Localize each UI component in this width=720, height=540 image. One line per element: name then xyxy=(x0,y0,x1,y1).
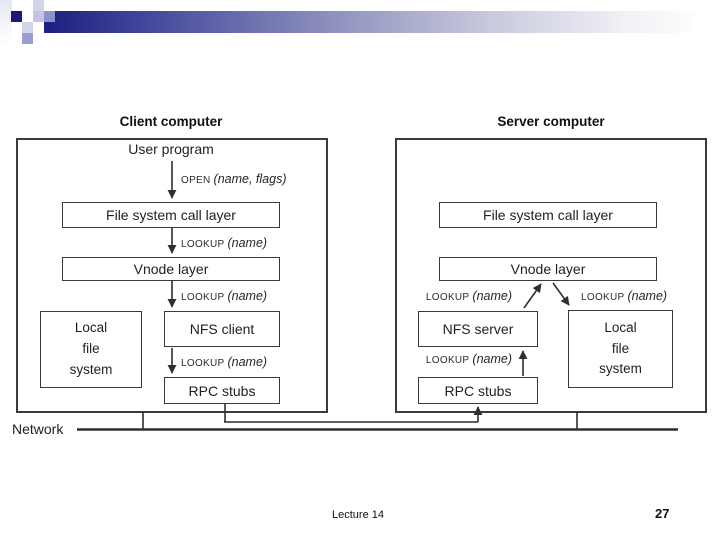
client-lookup-label-2: LOOKUP(name) xyxy=(181,289,267,303)
server-file-system-call-layer-box: File system call layer xyxy=(439,202,657,228)
deco-square-dark xyxy=(11,11,22,22)
deco-square xyxy=(22,22,33,33)
server-computer-title: Server computer xyxy=(497,114,605,129)
nfs-server-box: NFS server xyxy=(418,311,538,347)
lookup-args: (name) xyxy=(472,289,512,303)
server-vnode-layer-box: Vnode layer xyxy=(439,257,657,281)
lookup-args: (name) xyxy=(627,289,668,303)
lookup-args: (name) xyxy=(227,289,268,303)
client-computer-title: Client computer xyxy=(119,114,223,129)
client-lookup-label-1: LOOKUP(name) xyxy=(181,236,267,250)
lookup-op: LOOKUP xyxy=(181,239,225,250)
deco-square xyxy=(33,11,44,22)
client-file-system-call-layer-box: File system call layer xyxy=(62,202,280,228)
client-local-file-system-box: Local file system xyxy=(40,311,142,388)
lookup-op: LOOKUP xyxy=(581,292,625,303)
server-local-file-system-box: Local file system xyxy=(568,310,673,388)
footer-page-number: 27 xyxy=(655,506,670,521)
server-lookup-label-rpc: LOOKUP(name) xyxy=(400,352,512,366)
open-call-label: OPEN(name, flags) xyxy=(181,172,287,186)
server-lookup-label-left: LOOKUP(name) xyxy=(400,289,512,303)
deco-square xyxy=(44,11,55,22)
server-rpc-stubs-box: RPC stubs xyxy=(418,377,538,404)
lookup-op: LOOKUP xyxy=(425,292,470,303)
footer-lecture-label: Lecture 14 xyxy=(332,509,384,521)
lookup-op: LOOKUP xyxy=(181,292,225,303)
client-lookup-label-3: LOOKUP(name) xyxy=(181,355,267,369)
client-vnode-layer-box: Vnode layer xyxy=(62,257,280,281)
deco-square xyxy=(33,0,44,11)
lookup-op: LOOKUP xyxy=(425,355,470,366)
server-computer-box xyxy=(395,138,707,413)
client-computer-box xyxy=(16,138,328,413)
network-label: Network xyxy=(12,421,64,437)
lookup-args: (name) xyxy=(227,355,268,369)
lookup-args: (name) xyxy=(472,352,512,366)
banner-side-strip xyxy=(0,0,12,46)
open-op: OPEN xyxy=(181,175,211,186)
deco-square xyxy=(22,33,33,44)
client-rpc-stubs-box: RPC stubs xyxy=(164,377,280,404)
banner-gradient-bar xyxy=(44,11,695,33)
user-program-label: User program xyxy=(128,141,214,157)
lookup-args: (name) xyxy=(227,236,268,250)
lookup-op: LOOKUP xyxy=(181,358,225,369)
open-args: (name, flags) xyxy=(213,172,287,186)
server-lookup-label-right: LOOKUP(name) xyxy=(581,289,667,303)
nfs-client-box: NFS client xyxy=(164,311,280,347)
